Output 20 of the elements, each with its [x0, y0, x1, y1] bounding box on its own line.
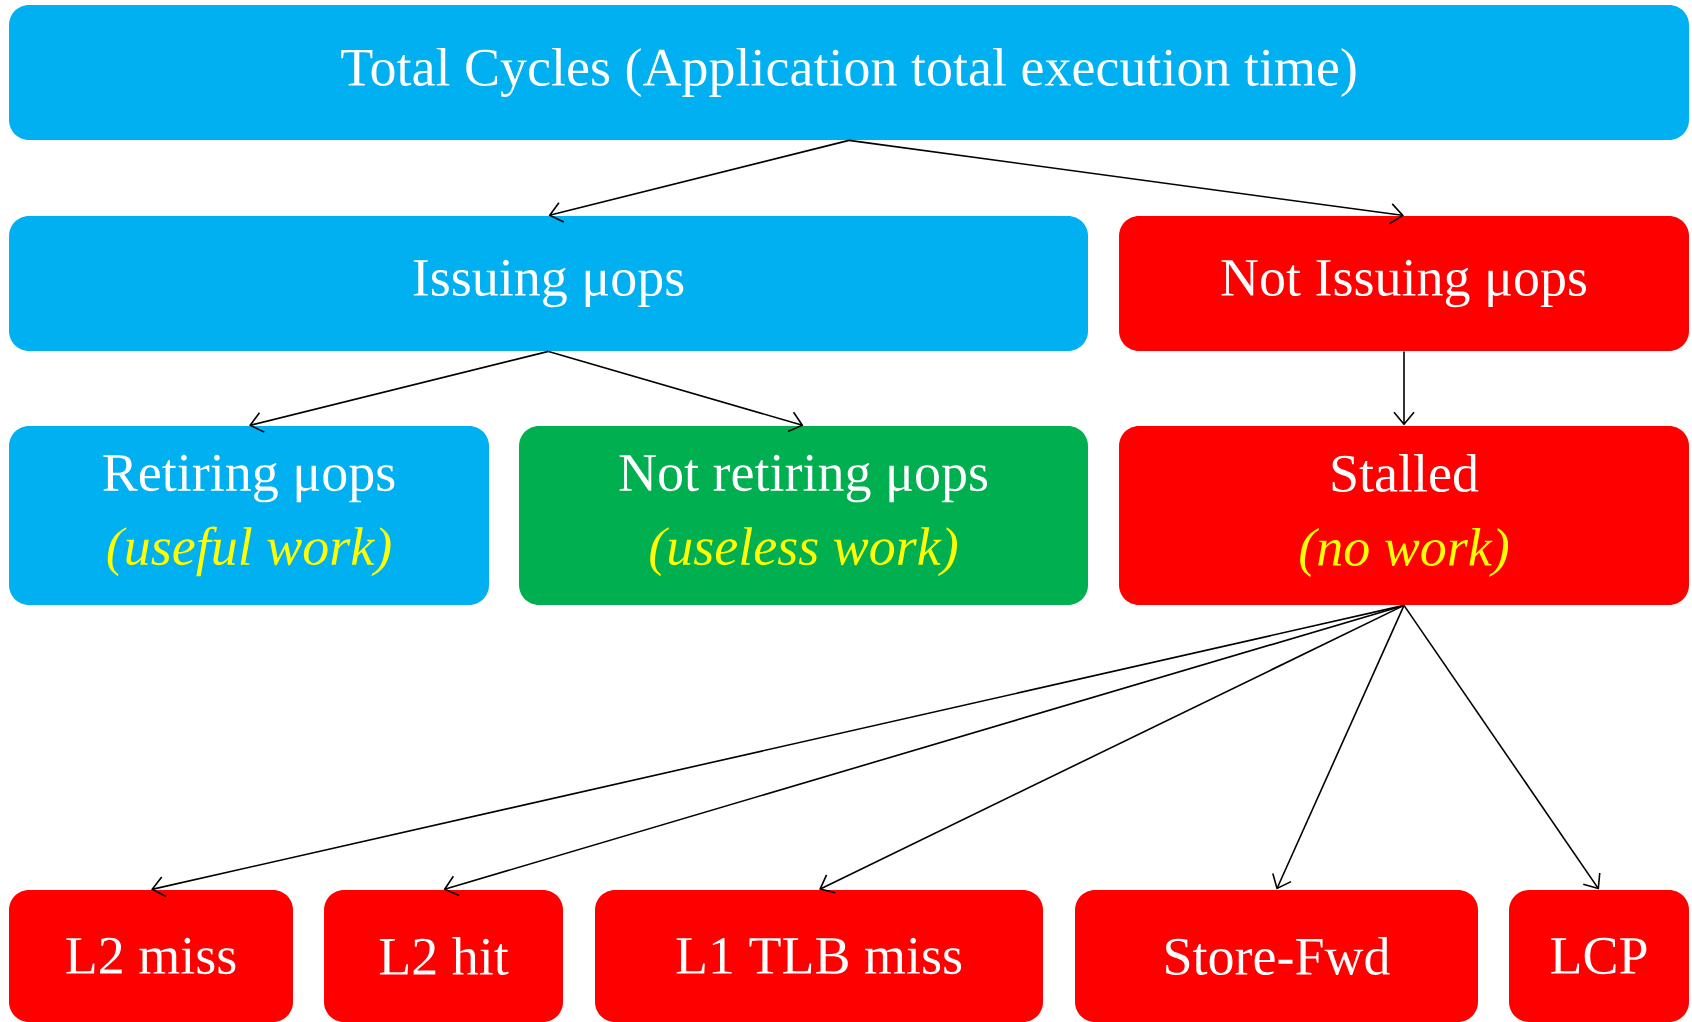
process-box: Not Issuing μops: [1119, 216, 1689, 351]
arrow: [548, 139, 850, 223]
process-box: LCP: [1509, 890, 1689, 1022]
arrow: [547, 350, 804, 433]
process-box: L2 hit: [324, 890, 563, 1022]
arrow: [819, 604, 1405, 894]
arrow: [249, 350, 550, 433]
process-box: Retiring μops (useful work): [9, 426, 489, 605]
process-box: L1 TLB miss: [595, 890, 1043, 1022]
process-box: Not retiring μops (useless work): [519, 426, 1088, 605]
arrow: [443, 604, 1405, 897]
process-box: Total Cycles (Application total execution time): [9, 5, 1689, 140]
process-box: Stalled (no work): [1119, 426, 1689, 605]
arrow: [1393, 350, 1415, 426]
process-box: L2 miss: [9, 890, 293, 1022]
arrow: [1403, 604, 1601, 890]
arrow: [1272, 604, 1405, 890]
process-box: Issuing μops: [9, 216, 1088, 351]
arrow: [848, 139, 1404, 225]
process-box: Store-Fwd: [1075, 890, 1478, 1022]
